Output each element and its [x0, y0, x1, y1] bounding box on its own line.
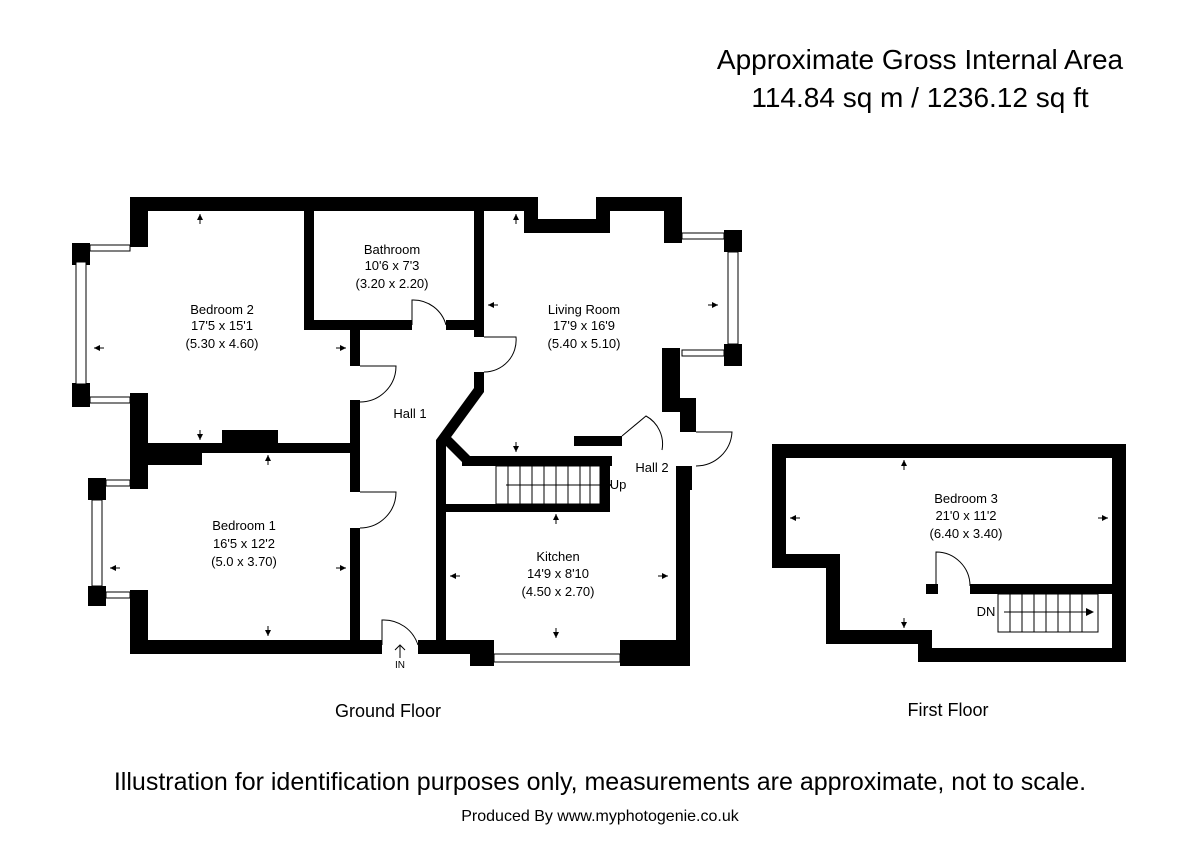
ground-stairs [495, 465, 612, 505]
bedroom2-imperial: 17'5 x 15'1 [191, 318, 253, 333]
living-imperial: 17'9 x 16'9 [553, 318, 615, 333]
windows [75, 232, 739, 663]
up-marker: Up [610, 477, 627, 492]
bathroom-metric: (3.20 x 2.20) [356, 276, 429, 291]
kitchen-metric: (4.50 x 2.70) [522, 584, 595, 599]
kitchen-imperial: 14'9 x 8'10 [527, 566, 589, 581]
living-name: Living Room [548, 302, 620, 317]
first-floor-label: First Floor [908, 700, 989, 720]
ground-floor-label: Ground Floor [335, 701, 441, 721]
first-stairs [997, 593, 1099, 633]
hall1-name: Hall 1 [393, 406, 426, 421]
hall2-name: Hall 2 [635, 460, 668, 475]
bedroom1-metric: (5.0 x 3.70) [211, 554, 277, 569]
disclaimer: Illustration for identification purposes… [113, 768, 1087, 796]
bedroom3-name: Bedroom 3 [934, 491, 998, 506]
doors [359, 299, 971, 646]
first-floor-walls [772, 444, 1126, 662]
bedroom3-metric: (6.40 x 3.40) [930, 526, 1003, 541]
bedroom2-name: Bedroom 2 [190, 302, 254, 317]
dimension-arrows [94, 214, 1108, 658]
area-title: Approximate Gross Internal Area [716, 44, 1124, 75]
bedroom1-name: Bedroom 1 [212, 518, 276, 533]
area-value: 114.84 sq m / 1236.12 sq ft [751, 82, 1089, 113]
credit-line: Produced By www.myphotogenie.co.uk [461, 808, 739, 825]
dn-marker: DN [977, 604, 996, 619]
bedroom2-metric: (5.30 x 4.60) [186, 336, 259, 351]
bathroom-imperial: 10'6 x 7'3 [365, 258, 420, 273]
ground-floor-walls [72, 197, 742, 666]
entrance-marker: IN [395, 660, 405, 671]
living-metric: (5.40 x 5.10) [548, 336, 621, 351]
bathroom-name: Bathroom [364, 242, 420, 257]
bedroom3-imperial: 21'0 x 11'2 [935, 508, 996, 523]
room-labels: Bathroom 10'6 x 7'3 (3.20 x 2.20) Bedroo… [186, 242, 1003, 671]
kitchen-name: Kitchen [536, 549, 579, 564]
bedroom1-imperial: 16'5 x 12'2 [213, 536, 275, 551]
